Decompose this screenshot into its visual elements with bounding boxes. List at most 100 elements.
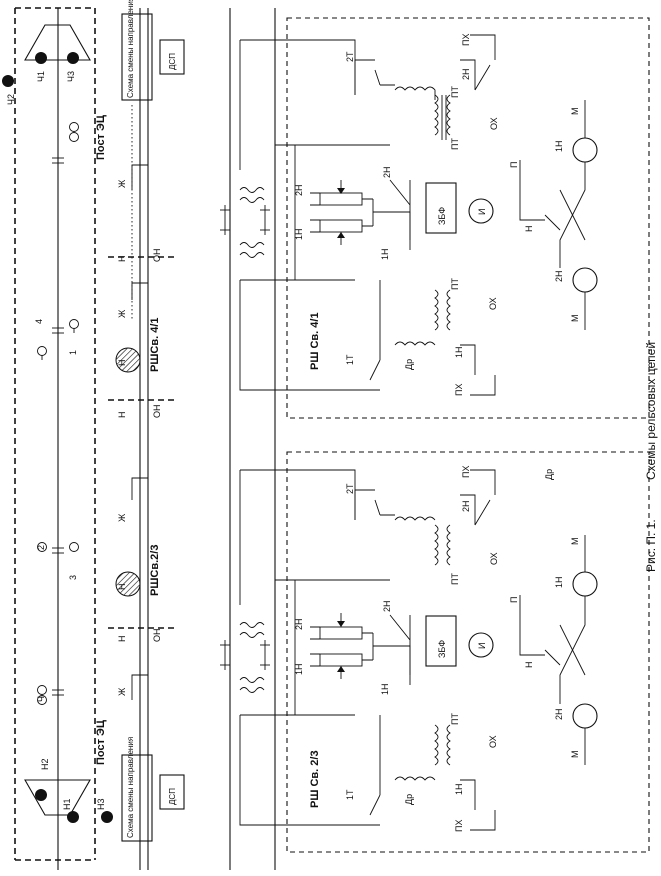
circuit-label: М [570, 538, 580, 546]
circuit-label: 2Н [554, 270, 564, 282]
label-sig1: 1 [68, 350, 78, 355]
circuit-label: ПХ [454, 384, 464, 396]
circuit-label: 1Н [294, 228, 304, 240]
label-on: ОН [152, 405, 162, 419]
circuit-label: 1Т [345, 354, 355, 365]
direction-box-top-label: Схема смены направления [126, 0, 135, 98]
circuit-label: 2Н [461, 500, 471, 512]
circuit-label: 1Н [454, 346, 464, 358]
label-zh: Ж [117, 309, 127, 318]
direction-box-bottom [121, 754, 153, 842]
circuit-label: Др [404, 794, 414, 805]
circuit-diagrams: 2Т ПТ 2Н ПХ ОХ ПТ 2Н 2Н 1Н 1Н ЗБФ И ПТ О… [220, 8, 650, 870]
post-label-top: Пост ЭЦ [95, 115, 107, 160]
track-feeds [131, 164, 148, 700]
label-n: Н [117, 360, 127, 367]
label-sig4: 4 [34, 319, 44, 324]
label-n2: Н2 [40, 758, 50, 770]
circuit-label: 2Т [345, 483, 355, 494]
label-zh: Ж [117, 513, 127, 522]
dsp-top-label: ДСП [168, 53, 177, 70]
circuit-label: М [570, 108, 580, 116]
circuit-label: ПТ [450, 278, 460, 290]
indicator-i-lower [468, 632, 494, 658]
circuit-label: 1Н [294, 663, 304, 675]
circuit-label: М [570, 751, 580, 759]
circuit-label: ПТ [450, 86, 460, 98]
cabinet-4-1-icon [115, 347, 141, 373]
label-n: Н [117, 584, 127, 591]
dsp-box-bottom [159, 774, 185, 810]
circuit-label: И [477, 209, 487, 215]
circuit-label: 1Н [454, 783, 464, 795]
label-ch1: Ч1 [36, 71, 46, 82]
track-plan: Ч2 Ч1 Ч3 Н2 Н1 Н3 Ч 4 1 2 3 Пост ЭЦ Пост… [2, 0, 185, 870]
direction-box-bottom-label: Схема смены направления [126, 737, 135, 838]
track-signals [37, 122, 79, 705]
circuit-label: 2Н [294, 618, 304, 630]
cabinet-upper-label: РШСв. 4/1 [149, 317, 161, 372]
indicator-i-upper [468, 198, 494, 224]
direction-box-top [121, 13, 153, 101]
circuit-label: ПТ [450, 138, 460, 150]
section-separators [108, 256, 175, 629]
label-ch3: Ч3 [66, 71, 76, 82]
zbf-box-upper [425, 182, 457, 234]
circuit-label: РШ Св. 4/1 [309, 312, 321, 370]
circuit-label: РШ Св. 2/3 [309, 750, 321, 808]
label-n: Н [117, 256, 127, 263]
circuit-label: Др [544, 469, 554, 480]
circuit-label: ПТ [450, 713, 460, 725]
label-zh: Ж [117, 687, 127, 696]
circuit-label: ПХ [454, 820, 464, 832]
label-n3: Н3 [96, 798, 106, 810]
circuit-upper: 2Т ПТ 2Н ПХ ОХ ПТ 2Н 2Н 1Н 1Н ЗБФ И ПТ О… [220, 34, 598, 396]
circuit-label: 1Т [345, 789, 355, 800]
signal-ch2 [2, 75, 14, 87]
circuit-label: 2Н [382, 600, 392, 612]
circuit-label: Н [524, 226, 534, 233]
circuit-label: 2Н [294, 184, 304, 196]
cabinet-2-3-icon [115, 571, 141, 597]
circuit-label: ПТ [450, 573, 460, 585]
circuit-label: П [509, 162, 519, 168]
signal-n2 [35, 789, 47, 801]
dsp-bottom-label: ДСП [168, 788, 177, 805]
circuit-label: 1Н [380, 683, 390, 695]
signal-n1 [67, 811, 79, 823]
label-zh: Ж [117, 179, 127, 188]
circuit-label: ЗБФ [437, 207, 447, 225]
signal-ch3 [67, 52, 79, 64]
label-n1: Н1 [62, 798, 72, 810]
circuit-enclosure-lower [286, 451, 650, 853]
label-on: ОН [152, 629, 162, 643]
figure-title: Схемы рельсовых цепей [644, 342, 658, 480]
circuit-label: 1Н [554, 576, 564, 588]
label-n: Н [117, 636, 127, 643]
label-sig3: 3 [68, 575, 78, 580]
label-sig2: 2 [36, 545, 46, 550]
dsp-box-top [159, 39, 185, 75]
motor-1n-upper [572, 137, 598, 163]
signal-n3 [101, 811, 113, 823]
circuit-label: 1Н [380, 248, 390, 260]
circuit-label: И [477, 643, 487, 649]
circuit-label: ЗБФ [437, 640, 447, 658]
circuit-label: 1Н [554, 140, 564, 152]
circuit-lower: 2Т 2Н ПХ ОХ ПТ 2Н 2Н 1Н 1Н ЗБФ И ПТ ОХ Д… [220, 466, 598, 832]
figure-number: Рис. П. 1. [644, 519, 658, 572]
circuit-label: Н [524, 662, 534, 669]
label-on: ОН [152, 249, 162, 263]
motor-2n-upper [572, 267, 598, 293]
circuit-label: ПХ [461, 466, 471, 478]
zbf-box-lower [425, 615, 457, 667]
motor-2n-lower [572, 703, 598, 729]
circuit-label: ОХ [489, 552, 499, 565]
signal-ch1 [35, 52, 47, 64]
motor-1n-lower [572, 571, 598, 597]
circuit-label: 2Н [554, 708, 564, 720]
circuit-label: ОХ [489, 117, 499, 130]
circuit-label: М [570, 315, 580, 323]
circuit-label: П [509, 597, 519, 603]
